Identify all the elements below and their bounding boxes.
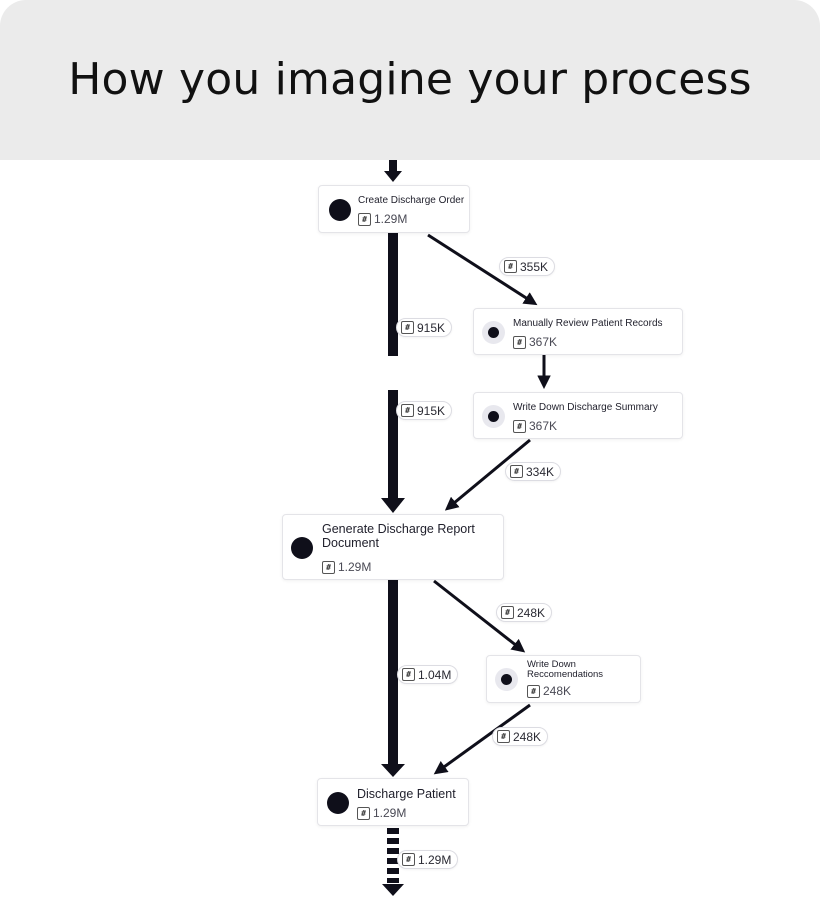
hash-icon: #: [501, 606, 514, 619]
page-title: How you imagine your process: [68, 53, 752, 105]
edge-summary-to-generate: [444, 438, 531, 511]
activity-dot-icon: [329, 199, 351, 221]
node-label: Discharge Patient: [357, 787, 456, 801]
node-manually-review-patient-records[interactable]: Manually Review Patient Records # 367K: [473, 308, 683, 355]
hash-icon: #: [322, 560, 335, 574]
node-count: # 1.29M: [357, 806, 406, 820]
node-label: Write Down Reccomendations: [527, 659, 604, 681]
edge-discharge-out: [382, 828, 404, 896]
node-write-down-reccomendations[interactable]: Write Down Reccomendations # 248K: [486, 655, 641, 703]
edge-label-create-to-review: # 355K: [499, 257, 556, 276]
activity-dot-icon: [482, 405, 505, 428]
node-count: # 248K: [527, 684, 571, 698]
hash-icon: #: [402, 668, 415, 681]
edge-label-reccomendations-to-discharge: # 248K: [492, 727, 549, 746]
hash-icon: #: [513, 419, 526, 433]
node-count: # 1.29M: [358, 212, 407, 226]
hash-icon: #: [527, 684, 540, 698]
node-generate-discharge-report-document[interactable]: Generate Discharge Report Document # 1.2…: [282, 514, 504, 580]
edge-create-to-generate-upper: [388, 233, 398, 356]
edge-generate-to-reccomendations: [433, 579, 526, 653]
node-count: # 1.29M: [322, 560, 371, 574]
node-write-down-discharge-summary[interactable]: Write Down Discharge Summary # 367K: [473, 392, 683, 439]
activity-dot-icon: [482, 321, 505, 344]
edge-label-create-to-generate-a: # 915K: [396, 318, 453, 337]
activity-dot-icon: [495, 668, 518, 691]
hash-icon: #: [401, 321, 414, 334]
header-banner: How you imagine your process: [0, 0, 820, 160]
hash-icon: #: [357, 806, 370, 820]
edge-label-generate-to-discharge: # 1.04M: [397, 665, 459, 684]
node-discharge-patient[interactable]: Discharge Patient # 1.29M: [317, 778, 469, 826]
hash-icon: #: [513, 335, 526, 349]
edge-label-summary-to-generate: # 334K: [505, 462, 562, 481]
edge-create-to-review: [427, 233, 538, 306]
hash-icon: #: [510, 465, 523, 478]
hash-icon: #: [358, 212, 371, 226]
node-label: Write Down Discharge Summary: [513, 402, 658, 413]
edge-label-discharge-out: # 1.29M: [397, 850, 459, 869]
edge-create-to-generate-arrowhead: [381, 498, 405, 513]
hash-icon: #: [504, 260, 517, 273]
edge-label-generate-to-reccomendations: # 248K: [496, 603, 553, 622]
hash-icon: #: [497, 730, 510, 743]
activity-dot-icon: [291, 537, 313, 559]
node-label: Generate Discharge Report Document: [322, 522, 475, 551]
edge-generate-to-discharge: [388, 580, 398, 766]
edge-label-create-to-generate-b: # 915K: [396, 401, 453, 420]
edge-reccomendations-to-discharge: [433, 703, 531, 775]
edge-generate-to-discharge-arrowhead: [381, 764, 405, 777]
node-count: # 367K: [513, 335, 557, 349]
hash-icon: #: [401, 404, 414, 417]
node-label: Create Discharge Order: [358, 195, 465, 206]
node-label: Manually Review Patient Records: [513, 318, 663, 329]
activity-dot-icon: [327, 792, 349, 814]
incoming-edge: [384, 160, 402, 182]
hash-icon: #: [402, 853, 415, 866]
node-count: # 367K: [513, 419, 557, 433]
node-create-discharge-order[interactable]: Create Discharge Order # 1.29M: [318, 185, 470, 233]
edge-create-to-generate-lower: [388, 390, 398, 500]
